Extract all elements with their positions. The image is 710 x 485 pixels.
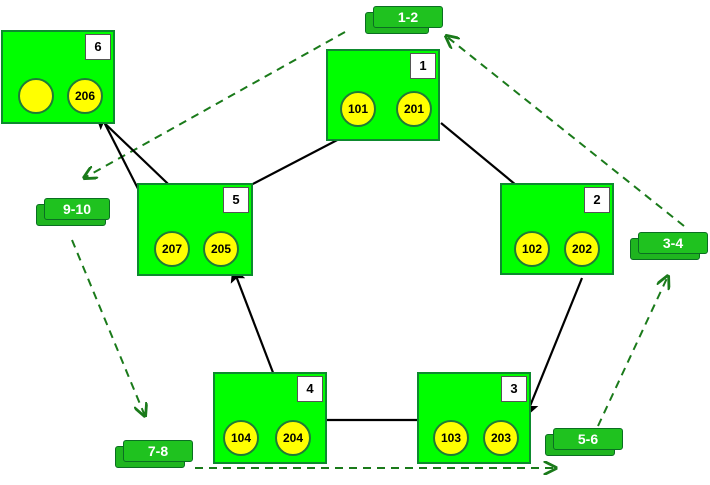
slot-206: 206	[67, 78, 103, 114]
node-number-1: 1	[410, 53, 436, 79]
slot-101: 101	[340, 91, 376, 127]
dashed-arrow-3-4-to-1-2	[446, 36, 685, 227]
tag-label-1-2: 1-2	[373, 6, 443, 28]
dashed-arrow-5-6-to-3-4	[597, 276, 668, 427]
node-box-1: 1 101 201	[326, 49, 440, 141]
slot-201: 201	[396, 91, 432, 127]
node-box-5: 5 207 205	[137, 183, 253, 276]
slot-205: 205	[203, 231, 239, 267]
slot-empty	[18, 78, 54, 114]
slot-104: 104	[223, 420, 259, 456]
tag-label-3-4: 3-4	[638, 232, 708, 254]
node-number-3: 3	[501, 376, 527, 402]
node-number-5: 5	[223, 187, 249, 213]
node-box-2: 2 102 202	[500, 183, 614, 275]
slot-102: 102	[514, 231, 550, 267]
slot-204: 204	[275, 420, 311, 456]
slot-203: 203	[483, 420, 519, 456]
slot-202: 202	[564, 231, 600, 267]
slot-207: 207	[154, 231, 190, 267]
tag-label-7-8: 7-8	[123, 440, 193, 462]
node-number-2: 2	[584, 187, 610, 213]
dashed-arrow-9-10-to-7-8	[71, 239, 145, 416]
arrow-202-to-203	[524, 277, 584, 418]
tag-label-5-6: 5-6	[553, 428, 623, 450]
node-number-4: 4	[297, 376, 323, 402]
node-box-6: 6 206	[1, 30, 115, 124]
dashed-arrow-1-2-to-9-10	[84, 31, 346, 178]
tag-label-9-10: 9-10	[44, 198, 110, 220]
node-number-6: 6	[85, 34, 111, 60]
node-box-4: 4 104 204	[213, 372, 327, 464]
node-box-3: 3 103 203	[417, 372, 531, 464]
slot-103: 103	[433, 420, 469, 456]
